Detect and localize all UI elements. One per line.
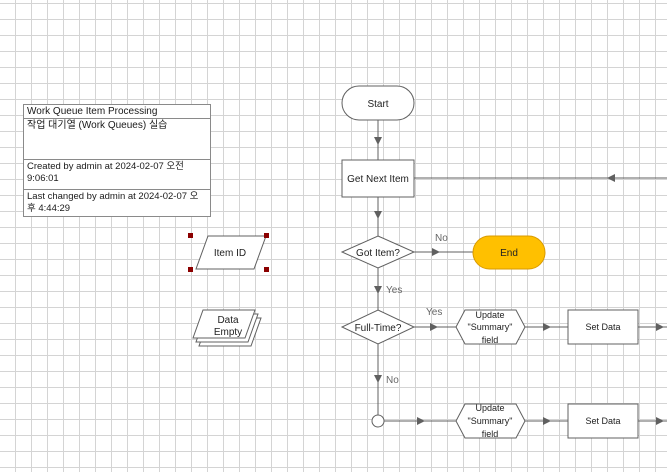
- set-data-label: Set Data: [585, 416, 620, 426]
- process-subtitle: 작업 대기열 (Work Queues) 실습: [24, 119, 210, 160]
- full-time-label: Full-Time?: [355, 323, 402, 334]
- start-node[interactable]: Start: [341, 85, 415, 121]
- set-data-node-1[interactable]: Set Data: [567, 309, 639, 345]
- end-node[interactable]: End: [472, 235, 546, 270]
- selection-handle[interactable]: [188, 233, 193, 238]
- edge-label-no: No: [435, 233, 448, 244]
- data-empty-collection[interactable]: Data Empty: [192, 309, 262, 347]
- process-title: Work Queue Item Processing: [24, 105, 210, 119]
- set-data-label: Set Data: [585, 322, 620, 332]
- arrowhead: [607, 174, 615, 182]
- arrowhead: [374, 137, 382, 145]
- item-id-data-item[interactable]: Item ID: [195, 235, 267, 270]
- arrowhead: [656, 417, 664, 425]
- selection-handle[interactable]: [264, 233, 269, 238]
- arrowhead: [432, 248, 440, 256]
- edge-label-yes: Yes: [386, 285, 402, 296]
- data-empty-label: Data: [217, 315, 239, 326]
- update-summary-line: Update: [475, 310, 504, 320]
- item-id-label: Item ID: [214, 248, 246, 259]
- update-summary-line: "Summary": [468, 416, 513, 426]
- junction-anchor[interactable]: [371, 414, 385, 428]
- edge-label-yes: Yes: [426, 307, 442, 318]
- arrowhead: [374, 375, 382, 383]
- created-info: Created by admin at 2024-02-07 오전 9:06:0…: [24, 160, 210, 190]
- update-summary-line: Update: [475, 403, 504, 413]
- arrowhead: [543, 417, 551, 425]
- got-item-decision[interactable]: Got Item?: [340, 235, 416, 269]
- selection-handle[interactable]: [188, 267, 193, 272]
- arrowheads: [374, 137, 664, 425]
- got-item-label: Got Item?: [356, 248, 400, 259]
- arrowhead: [374, 211, 382, 219]
- data-empty-label: Empty: [214, 327, 242, 338]
- arrowhead: [656, 323, 664, 331]
- arrowhead: [417, 417, 425, 425]
- update-summary-calc-1[interactable]: Update "Summary" field: [455, 309, 526, 345]
- update-summary-calc-2[interactable]: Update "Summary" field: [455, 403, 526, 439]
- update-summary-line: field: [482, 429, 499, 439]
- end-label: End: [500, 248, 518, 259]
- start-label: Start: [367, 99, 388, 110]
- selection-handle[interactable]: [264, 267, 269, 272]
- last-changed-info: Last changed by admin at 2024-02-07 오후 4…: [27, 191, 199, 214]
- full-time-decision[interactable]: Full-Time?: [340, 309, 416, 345]
- edge-label-no: No: [386, 375, 399, 386]
- arrowhead: [543, 323, 551, 331]
- get-next-item-label: Get Next Item: [347, 174, 409, 185]
- arrowhead: [430, 323, 438, 331]
- connectors: [377, 120, 667, 422]
- get-next-item-node[interactable]: Get Next Item: [341, 159, 415, 198]
- update-summary-line: field: [482, 335, 499, 345]
- update-summary-line: "Summary": [468, 322, 513, 332]
- selection-handles: [188, 233, 269, 272]
- arrowhead: [374, 286, 382, 294]
- process-info-box[interactable]: Work Queue Item Processing 작업 대기열 (Work …: [23, 104, 211, 217]
- set-data-node-2[interactable]: Set Data: [567, 403, 639, 439]
